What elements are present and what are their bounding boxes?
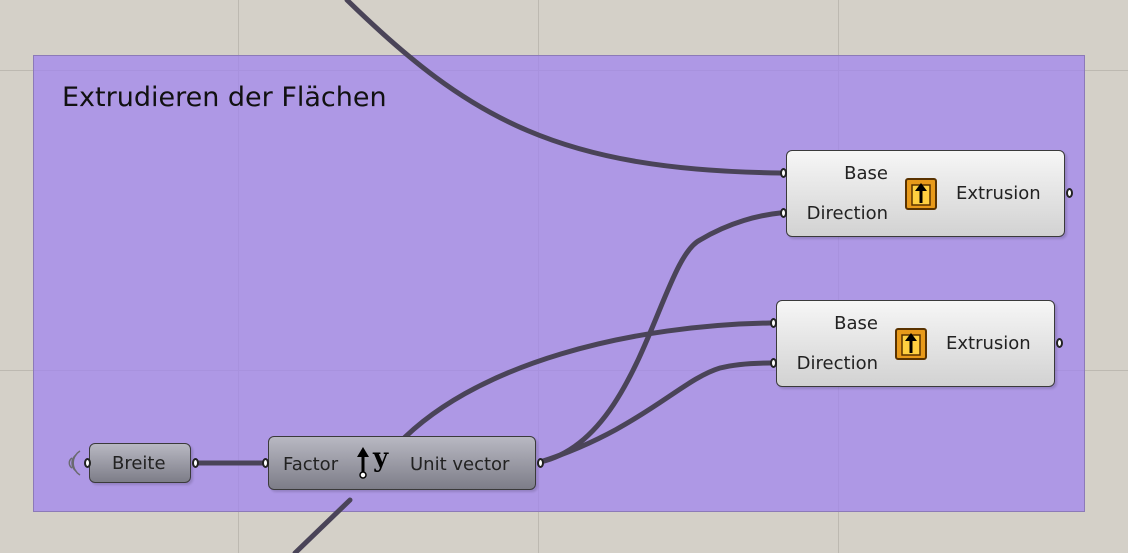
unit-y-component[interactable]: Factor y Unit vector: [268, 436, 536, 490]
wire-base-bottom: [387, 320, 773, 456]
extrude-2-base-port[interactable]: [770, 318, 777, 328]
factor-input-label[interactable]: Factor: [283, 454, 339, 475]
extrude-2-direction-port[interactable]: [770, 358, 777, 368]
extrude-component-1[interactable]: Base Direction Extrusion: [786, 150, 1065, 237]
base-input-label[interactable]: Base: [834, 313, 878, 334]
unit-y-output-port[interactable]: [537, 458, 544, 468]
wire-direction-bottom: [537, 360, 773, 465]
wire-offscreen: [292, 497, 353, 553]
extrusion-output-label[interactable]: Extrusion: [956, 183, 1041, 204]
wire-direction-top: [537, 210, 783, 465]
breite-label: Breite: [112, 453, 166, 474]
extrude-1-base-port[interactable]: [780, 168, 787, 178]
breite-input-port[interactable]: [84, 458, 91, 468]
direction-input-label[interactable]: Direction: [796, 353, 878, 374]
extrude-component-2[interactable]: Base Direction Extrusion: [776, 300, 1055, 387]
unit-y-input-port[interactable]: [262, 458, 269, 468]
group-extrudieren[interactable]: Extrudieren der Flächen: [33, 55, 1085, 512]
extrusion-output-label[interactable]: Extrusion: [946, 333, 1031, 354]
extrude-2-output-port[interactable]: [1056, 338, 1063, 348]
direction-input-label[interactable]: Direction: [806, 203, 888, 224]
unit-y-icon-text: y: [373, 443, 389, 473]
unit-vector-output-label[interactable]: Unit vector: [410, 454, 510, 475]
breite-number-slider[interactable]: Breite: [89, 443, 191, 483]
unit-y-vector-icon: y: [355, 443, 389, 479]
group-title: Extrudieren der Flächen: [62, 82, 387, 113]
extrude-icon: [904, 175, 938, 211]
extrude-icon: [894, 325, 928, 361]
base-input-label[interactable]: Base: [844, 163, 888, 184]
breite-output-port[interactable]: [192, 458, 199, 468]
extrude-1-output-port[interactable]: [1066, 188, 1073, 198]
wire-base-top: [344, 0, 783, 176]
wifi-emitter-icon: [68, 450, 81, 476]
extrude-1-direction-port[interactable]: [780, 208, 787, 218]
